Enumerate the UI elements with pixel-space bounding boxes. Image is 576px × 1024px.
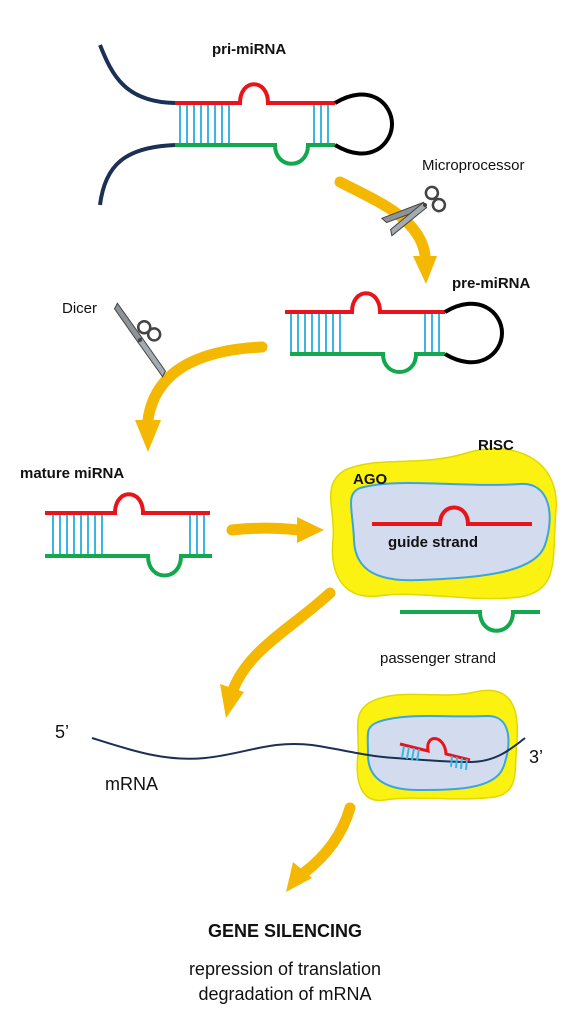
ago-label: AGO bbox=[353, 471, 388, 488]
mature-mirna-base-pairs bbox=[52, 515, 205, 554]
pri-mirna-hairpin bbox=[98, 44, 395, 206]
arrow-risc-to-mrna bbox=[220, 587, 336, 718]
pre-mirna-base-pairs bbox=[290, 314, 440, 352]
mrna-strand bbox=[91, 737, 526, 764]
pri-mirna-label: pri-miRNA bbox=[212, 41, 286, 58]
mature-mirna-top-strand bbox=[45, 492, 210, 515]
scissors-icon bbox=[113, 302, 167, 378]
outcome-translation-repression: repression of translation bbox=[189, 959, 381, 979]
pri-mirna-flank-top bbox=[98, 44, 176, 105]
mature-mirna-duplex bbox=[45, 492, 212, 578]
risc-complex bbox=[330, 447, 557, 600]
risc-on-mrna bbox=[356, 689, 519, 802]
arrow-pri-to-pre bbox=[334, 176, 437, 284]
three-prime-label: 3’ bbox=[529, 747, 543, 767]
pri-mirna-terminal-loop bbox=[333, 92, 395, 156]
guide-strand-bound bbox=[399, 737, 471, 771]
arrow-pre-to-mature bbox=[135, 341, 268, 452]
ago-shape-small bbox=[366, 714, 510, 792]
mature-mirna-label: mature miRNA bbox=[20, 465, 124, 482]
ago-shape bbox=[349, 481, 551, 582]
mrna-label: mRNA bbox=[105, 774, 158, 794]
dicer-label: Dicer bbox=[62, 300, 97, 317]
pri-mirna-flank-bottom bbox=[98, 143, 176, 206]
passenger-strand-label: passenger strand bbox=[380, 650, 496, 667]
pre-mirna-bottom-strand bbox=[290, 352, 445, 374]
scissors-icon bbox=[380, 185, 447, 237]
mature-mirna-bottom-strand bbox=[45, 554, 212, 578]
pri-mirna-top-strand bbox=[175, 82, 335, 105]
passenger-strand bbox=[400, 610, 540, 633]
pre-mirna-terminal-loop bbox=[443, 301, 505, 365]
pre-mirna-label: pre-miRNA bbox=[452, 275, 531, 292]
gene-silencing-heading: GENE SILENCING bbox=[208, 921, 362, 941]
five-prime-label: 5’ bbox=[55, 722, 69, 742]
pre-mirna-top-strand bbox=[285, 291, 445, 314]
pre-mirna-hairpin bbox=[285, 291, 505, 374]
pri-mirna-bottom-strand bbox=[175, 143, 335, 166]
arrow-mature-to-risc bbox=[226, 517, 324, 543]
arrow-to-gene-silencing bbox=[286, 802, 356, 892]
outcome-mrna-degradation: degradation of mRNA bbox=[198, 984, 371, 1004]
risc-label: RISC bbox=[478, 437, 514, 454]
guide-strand-in-ago bbox=[372, 505, 532, 526]
guide-strand-label: guide strand bbox=[388, 534, 478, 551]
microprocessor-label: Microprocessor bbox=[422, 157, 525, 174]
pri-mirna-base-pairs bbox=[179, 105, 329, 143]
